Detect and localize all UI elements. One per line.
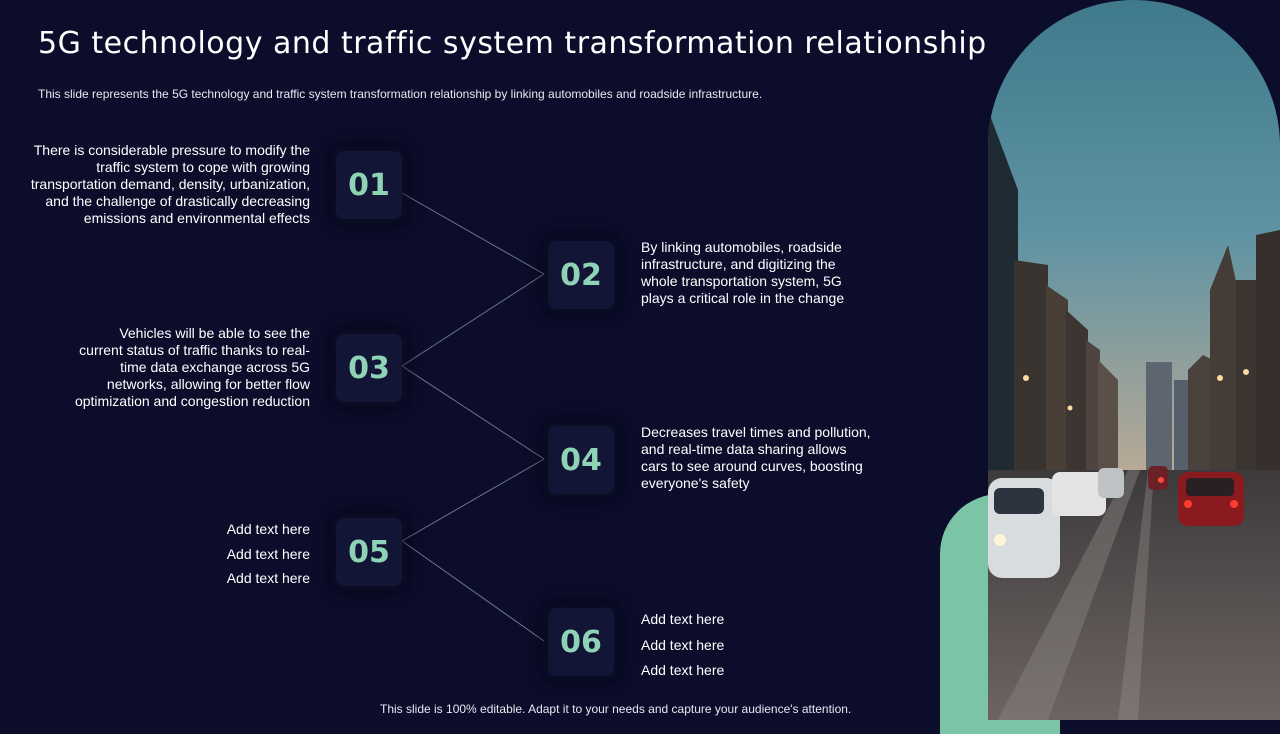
slide-subtitle: This slide represents the 5G technology … [38,87,763,101]
step-05-badge: 05 [336,518,402,586]
connector-05-06 [401,540,545,642]
step-03-line: time data exchange across 5G [120,359,310,375]
connector-lines [401,192,545,642]
step-03-line: networks, allowing for better flow [106,376,310,392]
step-01-line: and the challenge of drastically decreas… [45,193,310,209]
connector-01-02 [401,192,545,275]
step-03-text: Vehicles will be able to see the current… [10,325,310,410]
step-01-line: transportation demand, density, urbaniza… [30,176,310,192]
step-01-line: traffic system to cope with growing [96,159,310,175]
step-02-badge: 02 [548,241,614,309]
step-02-line: whole transportation system, 5G [641,273,842,289]
step-03-badge: 03 [336,334,402,402]
step-03-line: current status of traffic thanks to real… [79,342,310,358]
step-04-badge: 04 [548,426,614,494]
step-06-text: Add text here Add text here Add text her… [641,607,841,684]
step-01-line: emissions and environmental effects [83,210,310,226]
city-street-photo [988,0,1280,720]
step-03-line: optimization and congestion reduction [74,393,310,409]
step-04-line: and real-time data sharing allows [641,441,847,457]
step-03-line: Vehicles will be able to see the [119,325,310,341]
connector-05-04 [401,458,545,542]
step-06-line: Add text here [641,611,725,627]
step-05-line: Add text here [226,570,310,586]
step-02-line: infrastructure, and digitizing the [641,256,836,272]
step-06-badge: 06 [548,608,614,676]
slide-title: 5G technology and traffic system transfo… [38,26,987,61]
step-05-line: Add text here [226,545,310,562]
step-02-line: By linking automobiles, roadside [641,239,842,255]
city-street-illustration [988,0,1280,720]
slide-footer: This slide is 100% editable. Adapt it to… [380,702,852,716]
step-06-line: Add text here [641,662,725,678]
step-02-line: plays a critical role in the change [641,290,845,306]
step-05-text: Add text here Add text here Add text her… [110,517,310,591]
step-04-line: everyone's safety [641,475,750,491]
step-02-text: By linking automobiles, roadside infrast… [641,239,921,307]
step-01-badge: 01 [336,151,402,219]
connector-03-02 [401,273,545,367]
step-05-line: Add text here [226,521,310,537]
connector-03-04 [401,365,545,460]
step-06-line: Add text here [641,636,725,653]
step-01-line: There is considerable pressure to modify… [33,142,310,158]
step-04-line: Decreases travel times and pollution, [641,424,871,440]
step-01-text: There is considerable pressure to modify… [10,142,310,227]
step-04-text: Decreases travel times and pollution, an… [641,424,921,492]
step-04-line: cars to see around curves, boosting [641,458,863,474]
